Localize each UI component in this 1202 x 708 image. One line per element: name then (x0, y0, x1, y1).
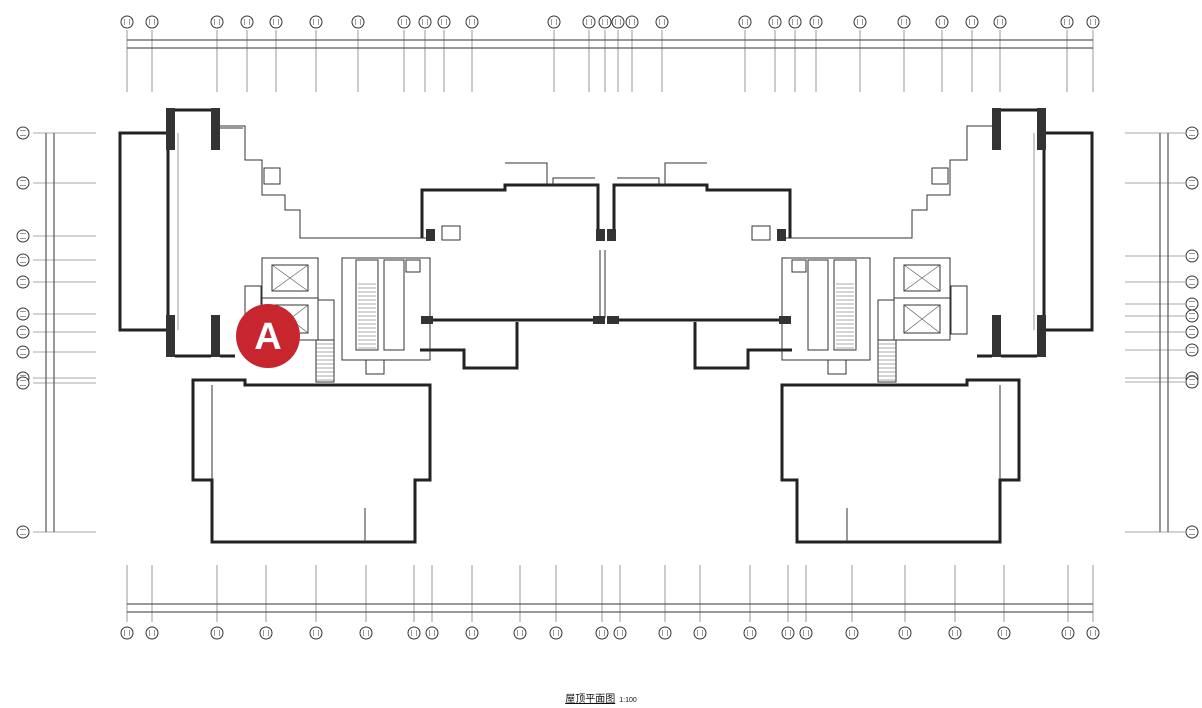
grid-bubble (582, 15, 596, 29)
grid-bubble (1185, 249, 1199, 263)
grid-bubble (16, 176, 30, 190)
grid-bubble (16, 275, 30, 289)
grid-bubble (788, 15, 802, 29)
grid-bubble (16, 307, 30, 321)
grid-bubble (1185, 309, 1199, 323)
grid-bubble (269, 15, 283, 29)
grid-bubble (1185, 275, 1199, 289)
grid-bubble (16, 229, 30, 243)
grid-bubble (625, 15, 639, 29)
grid-bubble (210, 15, 224, 29)
top-grid-axis (120, 15, 1100, 92)
grid-bubble (1086, 626, 1100, 640)
grid-bubble (965, 15, 979, 29)
grid-bubble (259, 626, 273, 640)
callout-marker-a: A (236, 304, 300, 368)
grid-bubble (145, 626, 159, 640)
grid-bubble (598, 15, 612, 29)
grid-bubble (781, 626, 795, 640)
drawing-scale: 1:100 (619, 697, 637, 704)
grid-bubble (853, 15, 867, 29)
grid-bubble (613, 626, 627, 640)
grid-bubble (513, 626, 527, 640)
grid-bubble (425, 626, 439, 640)
grid-bubble (210, 626, 224, 640)
grid-bubble (1185, 297, 1199, 311)
grid-bubble (16, 525, 30, 539)
grid-bubble (465, 15, 479, 29)
grid-bubble (948, 626, 962, 640)
grid-bubble (547, 15, 561, 29)
grid-bubble (1086, 15, 1100, 29)
grid-bubble (997, 626, 1011, 640)
grid-bubble (407, 626, 421, 640)
grid-bubble (799, 626, 813, 640)
grid-bubble (1185, 176, 1199, 190)
drawing-title: 屋顶平面图 (565, 694, 616, 705)
grid-bubble (16, 376, 30, 390)
grid-bubble (743, 626, 757, 640)
marker-label: A (254, 316, 281, 358)
grid-bubble (738, 15, 752, 29)
grid-bubble (658, 626, 672, 640)
left-grid-axis (16, 126, 96, 539)
grid-bubble (465, 626, 479, 640)
grid-bubble (655, 15, 669, 29)
grid-bubble (1185, 525, 1199, 539)
grid-bubble (120, 626, 134, 640)
grid-bubble (993, 15, 1007, 29)
grid-bubble (611, 15, 625, 29)
grid-bubble (1185, 375, 1199, 389)
grid-bubble (595, 626, 609, 640)
grid-bubble (1061, 626, 1075, 640)
grid-bubble (16, 345, 30, 359)
grid-bubble (359, 626, 373, 640)
grid-bubble (549, 626, 563, 640)
grid-bubble (351, 15, 365, 29)
grid-bubble (16, 126, 30, 140)
bottom-grid-axis (120, 565, 1100, 640)
grid-bubble (16, 325, 30, 339)
grid-bubble (768, 15, 782, 29)
grid-bubble (845, 626, 859, 640)
grid-bubble (897, 15, 911, 29)
grid-bubble (309, 15, 323, 29)
grid-bubble (437, 15, 451, 29)
grid-bubble (1185, 343, 1199, 357)
grid-bubble (898, 626, 912, 640)
grid-bubble (809, 15, 823, 29)
grid-bubble (935, 15, 949, 29)
right-grid-axis (1125, 126, 1199, 539)
grid-bubble (145, 15, 159, 29)
grid-bubble (1185, 325, 1199, 339)
left-building-wing (118, 108, 606, 544)
grid-bubble (1185, 126, 1199, 140)
grid-bubble (16, 253, 30, 267)
grid-bubble (120, 15, 134, 29)
grid-bubble (397, 15, 411, 29)
grid-bubble (418, 15, 432, 29)
right-building-wing (607, 108, 1094, 544)
grid-bubble (240, 15, 254, 29)
grid-bubble (1060, 15, 1074, 29)
grid-bubble (309, 626, 323, 640)
grid-bubble (693, 626, 707, 640)
